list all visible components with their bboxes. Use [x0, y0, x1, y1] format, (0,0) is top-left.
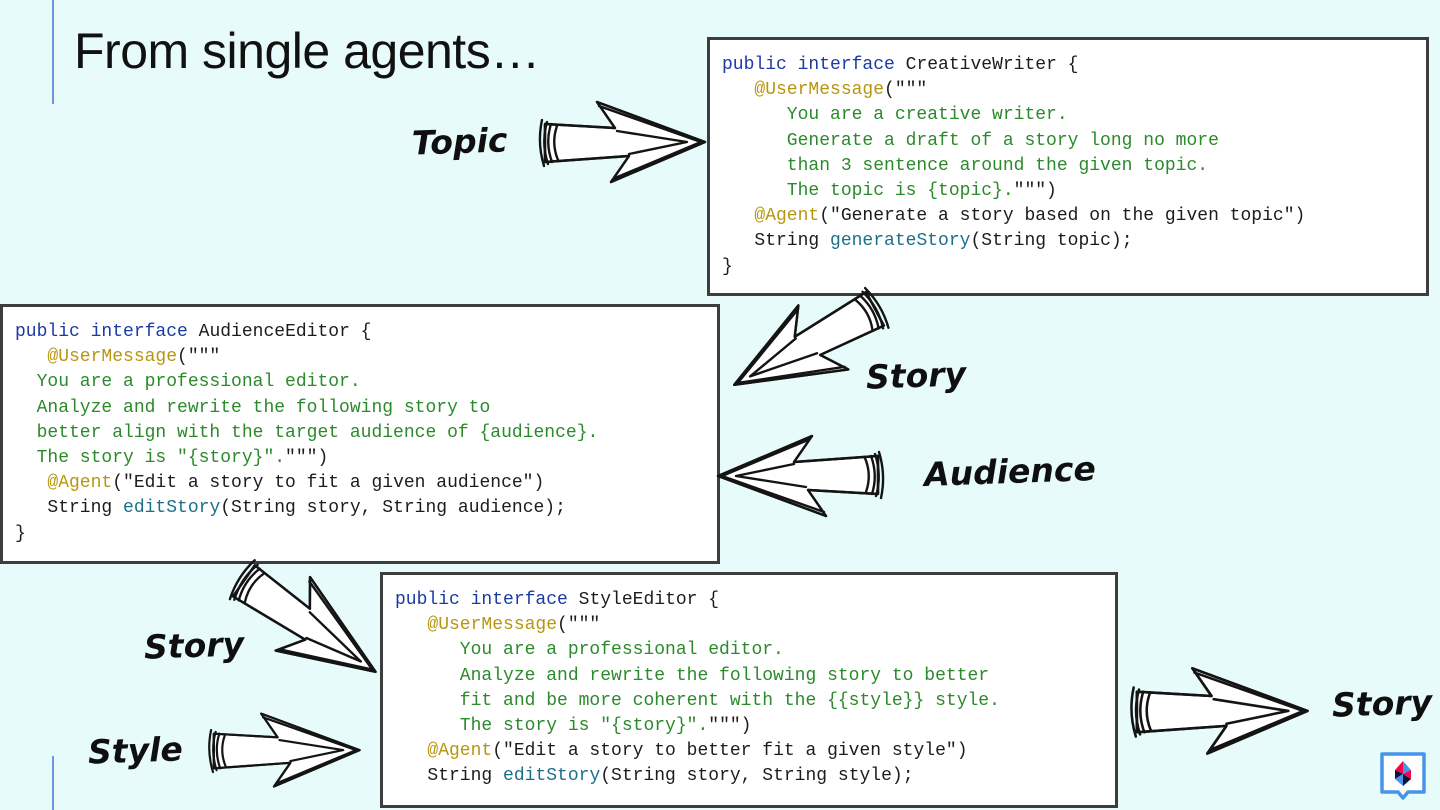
code-token: interface: [470, 590, 579, 610]
code-token: @UserMessage: [754, 80, 885, 101]
code-token: @Agent: [47, 473, 113, 494]
code-token: Generate a draft of a story long no more: [722, 130, 1219, 151]
code-token: You are a professional editor.: [395, 640, 784, 661]
code-token: ("Edit a story to fit a given audience"): [112, 473, 545, 494]
code-token: @UserMessage: [427, 615, 558, 636]
story-label-2: Story: [143, 624, 245, 667]
code-token: @Agent: [754, 206, 820, 227]
topic-label: Topic: [411, 120, 509, 163]
hand-drawn-arrow-icon: [732, 286, 890, 387]
code-token: You are a professional editor.: [15, 372, 361, 393]
code-token: You are a creative writer.: [722, 105, 1068, 126]
code-token: The story is "{story}".: [15, 448, 286, 469]
code-token: generateStory: [830, 231, 971, 252]
hand-drawn-arrow-icon: [716, 434, 885, 518]
story-label-1: Story: [865, 354, 967, 397]
code-token: public: [395, 590, 471, 610]
code-token: editStory: [503, 766, 601, 787]
code-token: public: [15, 322, 91, 342]
left-rule-top: [52, 0, 54, 104]
code-token: CreativeWriter {: [905, 55, 1079, 75]
code-token: ("Generate a story based on the given to…: [819, 206, 1306, 227]
code-token: interface: [797, 55, 906, 75]
quarkus-logo-icon: [1380, 752, 1426, 800]
style-editor-code: public interface StyleEditor { @UserMess…: [395, 588, 1103, 790]
code-token: [722, 206, 754, 226]
code-token: @Agent: [427, 741, 493, 762]
hand-drawn-arrow-icon: [1130, 666, 1309, 755]
hand-drawn-arrow-icon: [208, 712, 361, 788]
code-token: than 3 sentence around the given topic.: [722, 155, 1209, 176]
code-token: """): [708, 716, 752, 737]
code-token: interface: [90, 322, 199, 342]
code-token: better align with the target audience of…: [15, 422, 599, 443]
code-token: }: [15, 523, 26, 544]
code-token: The story is "{story}".: [395, 716, 709, 737]
code-token: (String topic);: [970, 231, 1133, 252]
style-editor-code-box: public interface StyleEditor { @UserMess…: [380, 572, 1118, 808]
audience-label: Audience: [923, 449, 1097, 494]
code-token: [722, 80, 754, 100]
code-token: """): [1013, 181, 1057, 202]
code-token: AudienceEditor {: [198, 322, 372, 342]
code-token: """): [285, 448, 329, 469]
hand-drawn-arrow-icon: [538, 100, 707, 184]
code-token: }: [722, 256, 733, 277]
code-token: (""": [557, 615, 601, 636]
slide-title: From single agents…: [74, 23, 540, 79]
code-token: fit and be more coherent with the {{styl…: [395, 690, 1000, 711]
code-token: [395, 615, 427, 635]
audience-editor-code: public interface AudienceEditor { @UserM…: [15, 320, 705, 547]
code-token: String: [395, 766, 504, 787]
code-token: String: [722, 231, 831, 252]
story-label-3: Story: [1331, 682, 1433, 725]
code-token: [15, 347, 47, 367]
code-token: (""": [177, 347, 221, 368]
hand-drawn-arrow-icon: [228, 559, 377, 673]
audience-editor-code-box: public interface AudienceEditor { @UserM…: [0, 304, 720, 564]
code-token: StyleEditor {: [578, 590, 720, 610]
code-token: String: [15, 498, 124, 519]
code-token: [15, 473, 47, 493]
code-token: public: [722, 55, 798, 75]
code-token: editStory: [123, 498, 221, 519]
code-token: (String story, String style);: [600, 766, 914, 787]
code-token: Analyze and rewrite the following story …: [395, 665, 990, 686]
code-token: @UserMessage: [47, 347, 178, 368]
style-label: Style: [87, 729, 184, 772]
code-token: Analyze and rewrite the following story …: [15, 397, 491, 418]
code-token: The topic is {topic}.: [722, 181, 1014, 202]
code-token: ("Edit a story to better fit a given sty…: [492, 741, 968, 762]
left-rule-bottom: [52, 756, 54, 810]
creative-writer-code-box: public interface CreativeWriter { @UserM…: [707, 37, 1429, 296]
code-token: (String story, String audience);: [220, 498, 566, 519]
code-token: (""": [884, 80, 928, 101]
code-token: [395, 741, 427, 761]
creative-writer-code: public interface CreativeWriter { @UserM…: [722, 53, 1414, 280]
